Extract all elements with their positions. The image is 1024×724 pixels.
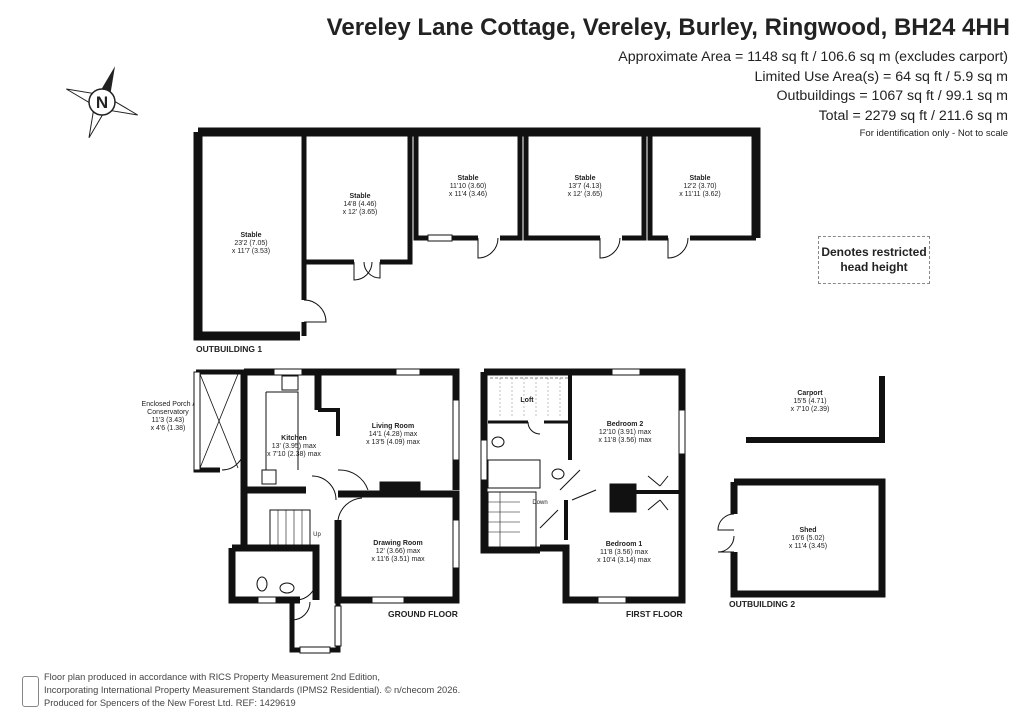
footer-text: Floor plan produced in accordance with R…	[44, 671, 460, 710]
loft-label: Loft	[520, 397, 534, 404]
property-address: Vereley Lane Cottage, Vereley, Burley, R…	[326, 14, 1010, 41]
porch-line-1: Enclosed Porch /	[142, 401, 195, 408]
outbuilding-1	[193, 127, 761, 341]
footer-line-3: Produced for Spencers of the New Forest …	[44, 698, 234, 708]
outbuilding-2-label: OUTBUILDING 2	[729, 599, 795, 609]
porch-dim2: x 4'6 (1.38)	[151, 425, 186, 432]
porch-line-2: Conservatory	[147, 409, 189, 416]
ground-floor	[193, 368, 460, 654]
footer-copyright: © n/checom 2026.	[384, 685, 461, 695]
stable-1-dim2: x 11'7 (3.53)	[232, 248, 270, 255]
stable-3-dim1: 11'10 (3.60)	[450, 183, 487, 190]
bedroom-1-dim1: 11'8 (3.56) max	[600, 549, 648, 556]
outbuilding-2	[717, 478, 886, 598]
living-room-dim2: x 13'5 (4.09) max	[366, 439, 420, 446]
kitchen-dim1: 13' (3.95) max	[272, 443, 317, 450]
identification-note: For identification only - Not to scale	[859, 128, 1008, 139]
footer-ref: REF: 1429619	[235, 698, 296, 708]
footer-line-2: Incorporating International Property Mea…	[44, 685, 382, 695]
footer-line-2-row: Incorporating International Property Mea…	[44, 684, 460, 697]
area-summary: Approximate Area = 1148 sq ft / 106.6 sq…	[618, 48, 1008, 142]
footer-line-1: Floor plan produced in accordance with R…	[44, 672, 380, 682]
bedroom-1-name: Bedroom 1	[606, 541, 643, 548]
shed-dim2: x 11'4 (3.45)	[789, 543, 827, 550]
drawing-room-dim1: 12' (3.66) max	[376, 548, 421, 555]
first-floor-label: FIRST FLOOR	[626, 609, 683, 619]
carport-dim2: x 7'10 (2.39)	[791, 406, 830, 413]
limited-use-area: Limited Use Area(s) = 64 sq ft / 5.9 sq …	[754, 68, 1008, 85]
drawing-room-dim2: x 11'6 (3.51) max	[371, 556, 425, 563]
stable-2-dim2: x 12' (3.65)	[343, 209, 378, 216]
first-floor	[480, 368, 686, 604]
bedroom-2-dim1: 12'10 (3.91) max	[599, 429, 652, 436]
living-room-name: Living Room	[372, 423, 414, 430]
north-compass-icon: N	[66, 66, 138, 138]
stairs-up-label: Up	[313, 532, 321, 538]
living-room-dim1: 14'1 (4.28) max	[369, 431, 418, 438]
stable-4-name: Stable	[574, 175, 595, 182]
kitchen-name: Kitchen	[281, 435, 307, 442]
bedroom-1-dim2: x 10'4 (3.14) max	[597, 557, 651, 564]
measurement-standard-badge-icon	[22, 676, 39, 707]
legend-line-2: head height	[840, 260, 908, 274]
approximate-area: Approximate Area = 1148 sq ft / 106.6 sq…	[618, 49, 1008, 65]
outbuildings-area: Outbuildings = 1067 sq ft / 99.1 sq m	[776, 88, 1008, 104]
shed-name: Shed	[799, 527, 816, 534]
carport-walls	[746, 376, 885, 443]
stable-3-dim2: x 11'4 (3.46)	[449, 191, 487, 198]
shed-dim1: 16'6 (5.02)	[791, 535, 824, 542]
kitchen-dim2: x 7'10 (2.38) max	[267, 451, 321, 458]
stable-5-dim2: x 11'11 (3.62)	[679, 191, 721, 198]
stable-1-dim1: 23'2 (7.05)	[234, 240, 267, 247]
carport-dim1: 15'5 (4.71)	[793, 398, 826, 405]
bedroom-2-dim2: x 11'8 (3.56) max	[598, 437, 652, 444]
outbuilding-1-label: OUTBUILDING 1	[196, 344, 262, 354]
carport-name: Carport	[797, 390, 823, 397]
stable-2-dim1: 14'8 (4.46)	[343, 201, 376, 208]
ground-floor-label: GROUND FLOOR	[388, 609, 458, 619]
stable-5-name: Stable	[689, 175, 710, 182]
total-area: Total = 2279 sq ft / 211.6 sq m	[818, 107, 1008, 124]
legend-line-1: Denotes restricted	[821, 245, 927, 259]
stable-4-dim2: x 12' (3.65)	[568, 191, 603, 198]
drawing-room-name: Drawing Room	[373, 540, 422, 547]
stable-3-name: Stable	[457, 175, 478, 182]
stable-1-name: Stable	[240, 232, 261, 239]
compass-letter: N	[96, 93, 108, 112]
stable-2-name: Stable	[349, 193, 370, 200]
porch-dim1: 11'3 (3.43)	[152, 417, 185, 424]
restricted-height-legend: Denotes restricted head height	[818, 236, 930, 284]
footer-line-3-row: Produced for Spencers of the New Forest …	[44, 697, 460, 710]
stable-5-dim1: 12'2 (3.70)	[683, 183, 716, 190]
stairs-down-label: Down	[532, 500, 547, 506]
stable-4-dim1: 13'7 (4.13)	[568, 183, 601, 190]
bedroom-2-name: Bedroom 2	[607, 421, 644, 428]
